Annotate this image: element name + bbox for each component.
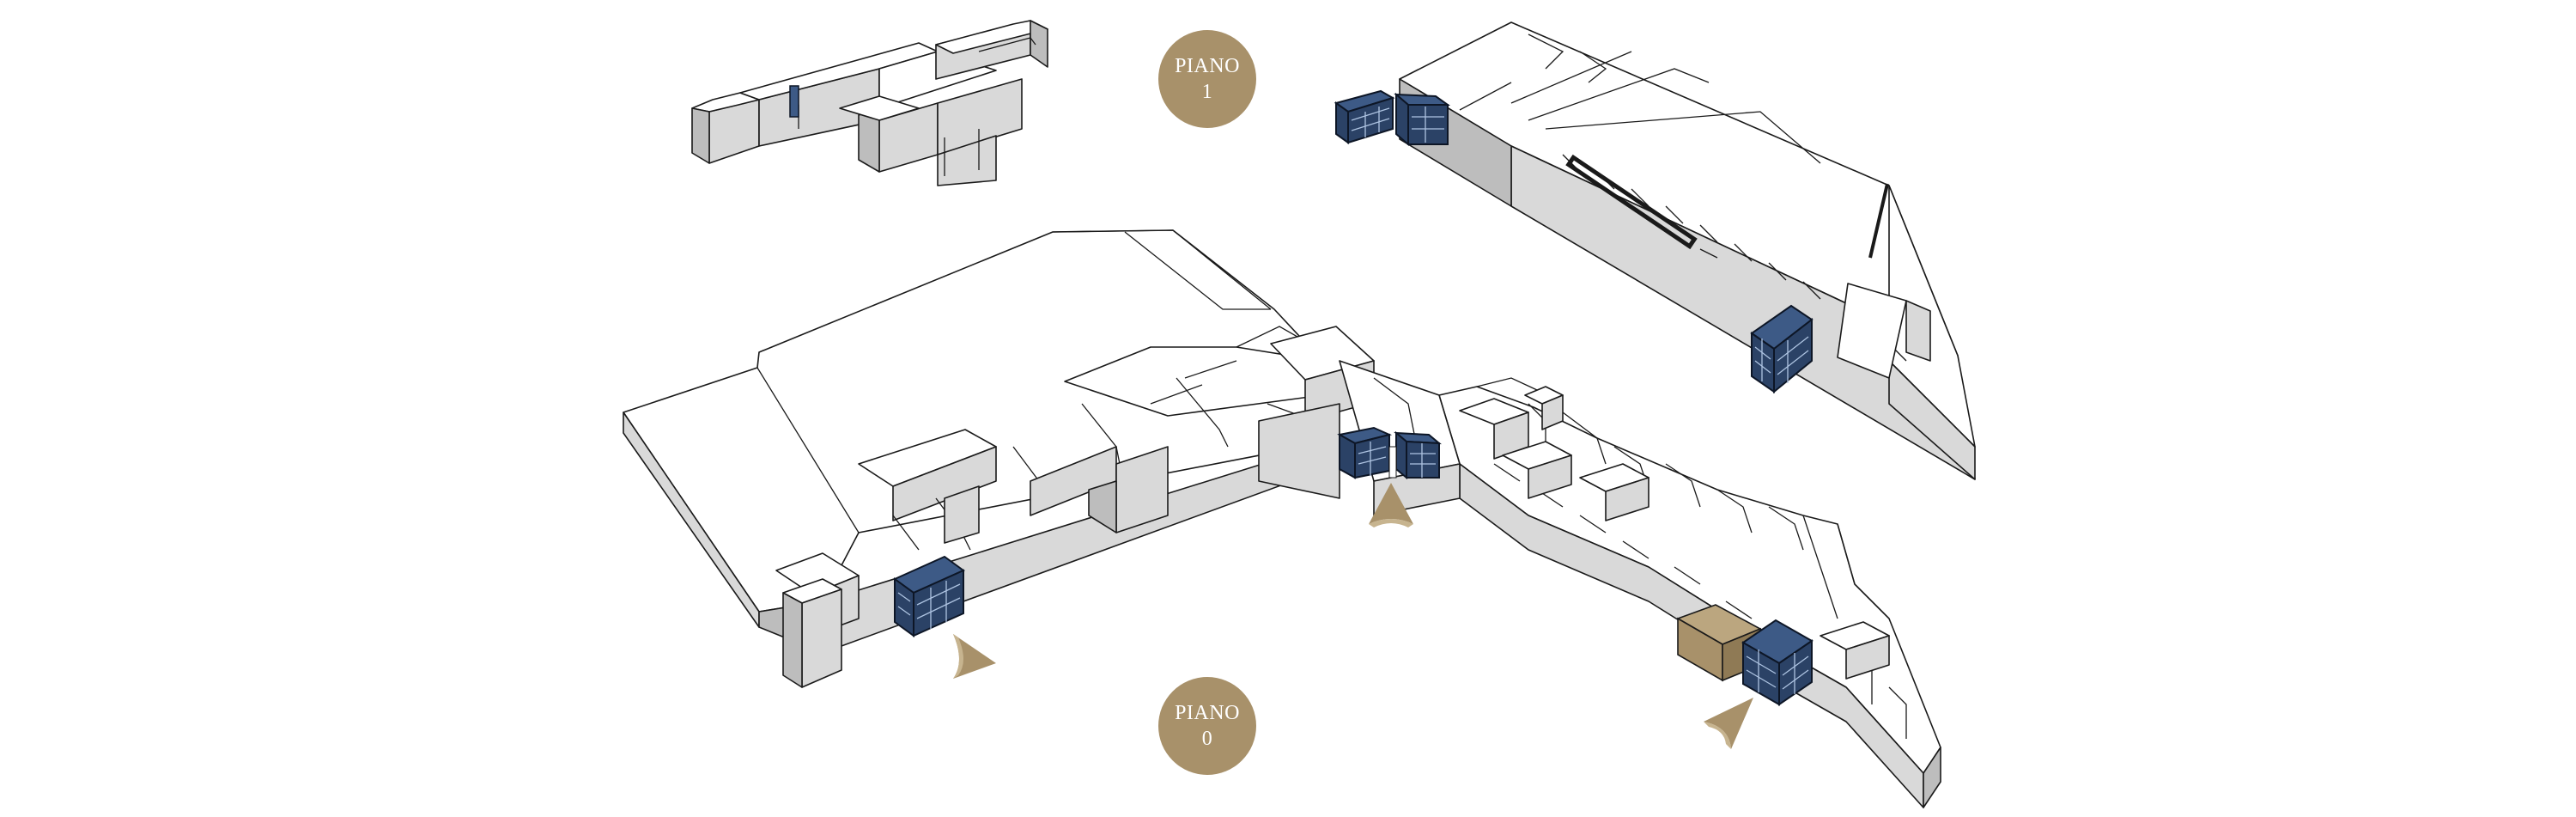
floor-0-east-atrium [1741, 619, 1814, 706]
entrance-east-arrow-icon[interactable] [1704, 698, 1753, 749]
floor-1-badge[interactable]: PIANO 1 [1158, 30, 1256, 128]
floor-1-number: 1 [1201, 81, 1213, 103]
floor-0-badge[interactable]: PIANO 0 [1158, 677, 1256, 775]
floor-0-number: 0 [1201, 728, 1213, 750]
floor-0-west-atrium [893, 555, 965, 637]
floor-1-north-atrium [1334, 89, 1451, 147]
floor-1-east-wing [1399, 21, 1976, 480]
entrance-central-arrow-icon[interactable] [1369, 483, 1413, 527]
floor-1-west-atrium [789, 85, 799, 118]
floor-1-south-atrium [1750, 304, 1814, 394]
floor-1-west-wing [691, 20, 1048, 186]
floor-1-label: PIANO [1175, 55, 1240, 77]
entrance-west-arrow-icon[interactable] [953, 634, 996, 679]
floor-0-label: PIANO [1175, 702, 1240, 724]
floor-0-east-wing [1438, 377, 1941, 808]
floor-0-central-atrium [1337, 426, 1442, 480]
floor-0-west-wing [623, 229, 1375, 688]
